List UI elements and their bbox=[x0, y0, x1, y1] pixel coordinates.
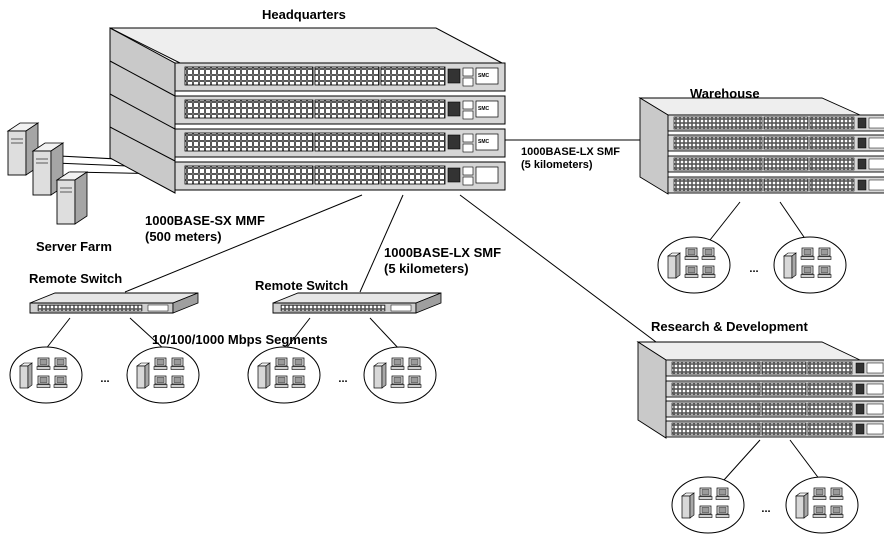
workgroup-ellipsis: ... bbox=[100, 373, 109, 385]
label-server-farm: Server Farm bbox=[36, 239, 112, 254]
link-warehouse-wg1 bbox=[709, 201, 741, 241]
link-remote1-wg2 bbox=[129, 317, 166, 351]
headquarters-switch-stack: SMC SMC SMC bbox=[109, 27, 506, 194]
label-headquarters: Headquarters bbox=[262, 7, 346, 22]
server-farm bbox=[7, 122, 88, 225]
hq-switch-unit-3 bbox=[174, 128, 506, 158]
link-remote1-wg1 bbox=[44, 317, 71, 351]
label-sx-mmf-type: 1000BASE-SX MMF bbox=[145, 213, 265, 228]
smc-logo: SMC bbox=[478, 106, 490, 112]
workgroup-ellipsis: ... bbox=[749, 263, 758, 275]
label-lx-smf-remote-distance: (5 kilometers) bbox=[384, 261, 469, 276]
link-sx-mmf bbox=[124, 194, 363, 293]
research-switch-stack bbox=[636, 341, 884, 439]
connection-lines bbox=[39, 139, 821, 481]
workgroup-icon bbox=[248, 347, 320, 403]
hq-switch-unit-4 bbox=[174, 161, 506, 191]
research-switch-unit-4 bbox=[665, 420, 884, 438]
remote-switch-right bbox=[272, 292, 442, 314]
remote1-workgroups: ... bbox=[10, 347, 199, 403]
smc-logo: SMC bbox=[478, 139, 490, 145]
link-lx-smf-research bbox=[459, 194, 661, 346]
remote-switch-left bbox=[29, 292, 199, 314]
label-research: Research & Development bbox=[651, 319, 808, 334]
workgroup-icon bbox=[658, 237, 730, 293]
label-segments: 10/100/1000 Mbps Segments bbox=[152, 332, 328, 347]
link-warehouse-wg2 bbox=[779, 201, 807, 241]
research-switch-unit-3 bbox=[665, 400, 884, 418]
workgroup-icon bbox=[364, 347, 436, 403]
research-switch-unit-1 bbox=[665, 359, 884, 377]
workgroup-icon bbox=[127, 347, 199, 403]
server-tower-icon bbox=[56, 171, 88, 225]
link-research-wg2 bbox=[789, 439, 821, 481]
warehouse-switch-unit-3 bbox=[667, 155, 884, 173]
research-workgroups: ... bbox=[672, 477, 858, 533]
label-warehouse: Warehouse bbox=[690, 86, 760, 101]
label-lx-smf-warehouse-distance: (5 kilometers) bbox=[521, 159, 593, 171]
warehouse-switch-stack bbox=[638, 97, 884, 195]
warehouse-switch-unit-4 bbox=[667, 176, 884, 194]
workgroup-icon bbox=[786, 477, 858, 533]
workgroup-icon bbox=[672, 477, 744, 533]
label-sx-mmf-distance: (500 meters) bbox=[145, 229, 222, 244]
workgroup-icon bbox=[774, 237, 846, 293]
workgroup-icon bbox=[10, 347, 82, 403]
label-lx-smf-remote-type: 1000BASE-LX SMF bbox=[384, 245, 501, 260]
warehouse-switch-unit-1 bbox=[667, 114, 884, 132]
label-remote-switch-right: Remote Switch bbox=[255, 278, 348, 293]
remote2-workgroups: ... bbox=[248, 347, 436, 403]
label-remote-switch-left: Remote Switch bbox=[29, 271, 122, 286]
research-switch-unit-2 bbox=[665, 380, 884, 398]
link-research-wg1 bbox=[723, 439, 761, 481]
workgroup-ellipsis: ... bbox=[338, 373, 347, 385]
link-lx-smf-remote bbox=[359, 194, 404, 293]
link-remote2-wg2 bbox=[369, 317, 401, 351]
warehouse-switch-unit-2 bbox=[667, 134, 884, 152]
hq-switch-unit-2 bbox=[174, 95, 506, 125]
label-lx-smf-warehouse-type: 1000BASE-LX SMF bbox=[521, 146, 620, 158]
link-remote2-wg1 bbox=[284, 317, 311, 351]
smc-logo: SMC bbox=[478, 73, 490, 79]
warehouse-workgroups: ... bbox=[658, 237, 846, 293]
hq-switch-unit-1 bbox=[174, 62, 506, 92]
workgroup-ellipsis: ... bbox=[761, 503, 770, 515]
